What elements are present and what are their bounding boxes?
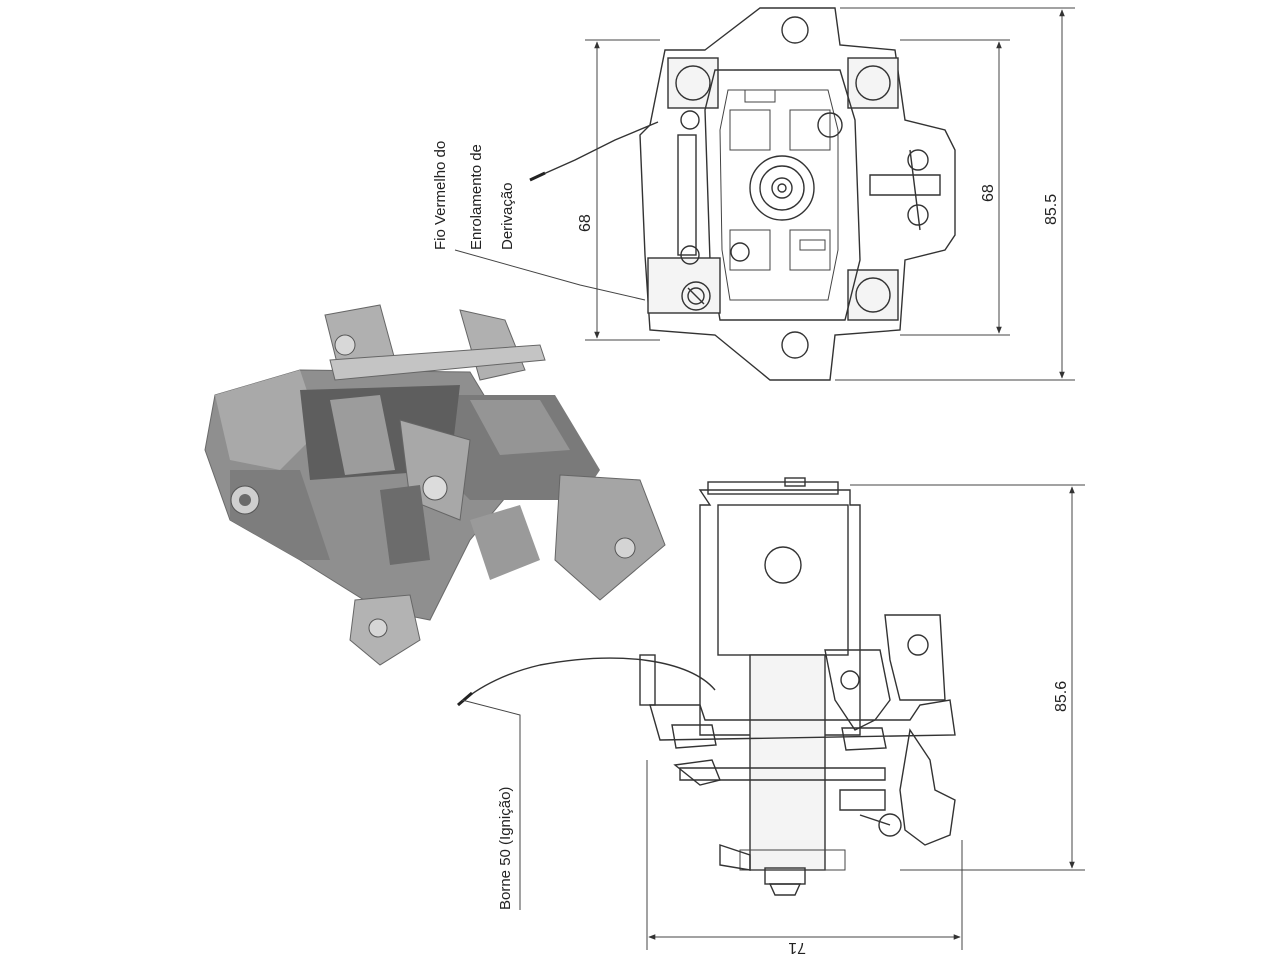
dim-side-85-6: 85.6	[1053, 681, 1070, 712]
dim-side-71: 71	[788, 939, 806, 956]
lead-wire-note-line2: Enrolamento de	[468, 144, 485, 250]
annotations: Fio Vermelho do Enrolamento de Derivação…	[432, 141, 1070, 956]
lead-wire-note-line1: Fio Vermelho do	[432, 141, 449, 250]
terminal-note: Borne 50 (Ignição)	[497, 787, 514, 910]
solenoid-photo	[204, 304, 666, 666]
top-view-drawing	[529, 7, 956, 381]
side-view-drawing	[457, 477, 956, 896]
dimension-lines	[454, 7, 1085, 950]
dim-top-85-5: 85.5	[1043, 194, 1060, 225]
dim-top-right-68: 68	[980, 184, 997, 202]
lead-wire-note-line3: Derivação	[499, 182, 516, 250]
dim-top-left-68: 68	[577, 214, 594, 232]
